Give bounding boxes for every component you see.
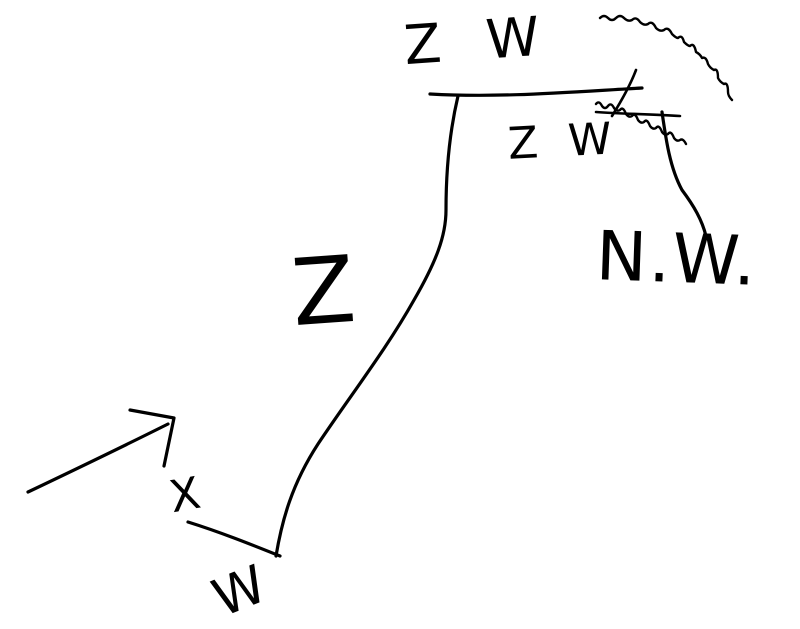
wavy-line-lower	[594, 101, 688, 146]
direction-arrow-head	[128, 408, 176, 468]
w-end-bar	[186, 520, 282, 558]
label-top-zw: Z W	[401, 3, 556, 78]
wavy-line-upper	[598, 14, 734, 102]
label-middle-zw: Z W	[506, 113, 621, 170]
main-wall-line	[274, 94, 460, 558]
nw-branch-line	[660, 110, 708, 238]
label-nw: N.W.	[594, 217, 759, 302]
label-z: Z	[288, 235, 359, 348]
top-zw-bar	[428, 86, 644, 97]
direction-arrow-shaft	[26, 422, 170, 494]
mid-zw-bar	[594, 110, 682, 118]
